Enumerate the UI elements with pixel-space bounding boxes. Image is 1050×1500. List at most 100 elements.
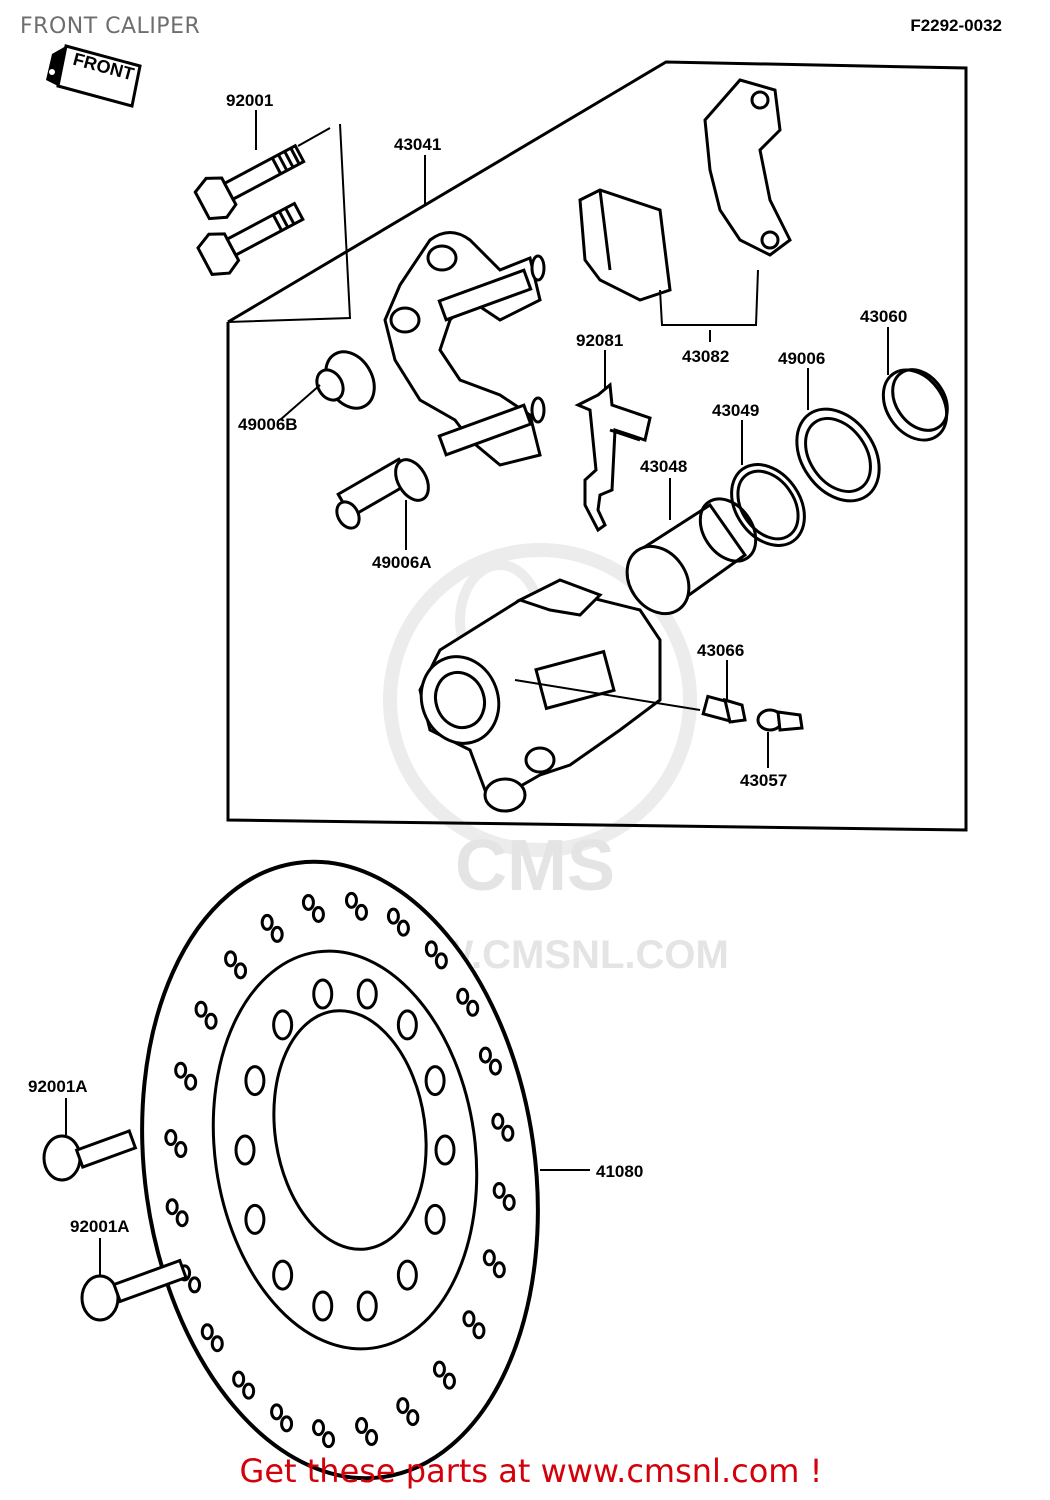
disc-holes bbox=[164, 891, 516, 1449]
leader-lines bbox=[65, 110, 889, 1276]
disc-hole bbox=[462, 1310, 476, 1328]
disc-hole bbox=[396, 1397, 410, 1415]
disc-hole bbox=[311, 905, 325, 923]
label-43082: 43082 bbox=[682, 347, 729, 366]
label-49006: 49006 bbox=[778, 349, 825, 368]
disc-hole bbox=[396, 1009, 418, 1041]
pad-spring-92081 bbox=[574, 382, 652, 533]
bleeder-cap-43057 bbox=[756, 708, 804, 732]
dust-seal-49006 bbox=[795, 407, 881, 503]
disc-hole bbox=[478, 1046, 492, 1064]
page-title: FRONT CALIPER bbox=[20, 14, 201, 39]
disc-bolt-92001A-upper bbox=[42, 1129, 138, 1182]
disc-hole bbox=[194, 1000, 208, 1018]
disc-hole bbox=[492, 1181, 506, 1199]
brake-pad-set-43082 bbox=[578, 78, 792, 326]
disc-hole bbox=[424, 940, 438, 958]
disc-hole bbox=[301, 893, 315, 911]
disc-hole bbox=[434, 1134, 456, 1166]
label-43057: 43057 bbox=[740, 771, 787, 790]
caliper-body bbox=[418, 578, 662, 813]
disc-hole bbox=[492, 1261, 506, 1279]
disc-hole bbox=[210, 1335, 224, 1353]
disc-hole bbox=[244, 1203, 266, 1235]
disc-hole bbox=[234, 1134, 256, 1166]
disc-hole bbox=[432, 1360, 446, 1378]
cap-43060 bbox=[881, 368, 949, 442]
disc-hole bbox=[442, 1372, 456, 1390]
disc-hole bbox=[184, 1073, 198, 1091]
disc-hole bbox=[232, 1370, 246, 1388]
piston-seal-43049 bbox=[730, 463, 806, 547]
boot-49006B bbox=[315, 350, 376, 410]
disc-hole bbox=[244, 1065, 266, 1097]
watermark-brand: CMS bbox=[455, 826, 615, 906]
disc-hole bbox=[424, 1203, 446, 1235]
label-92001A-upper: 92001A bbox=[28, 1077, 88, 1096]
disc-hole bbox=[355, 1417, 369, 1435]
caliper-bracket-43041 bbox=[383, 231, 546, 467]
label-43066: 43066 bbox=[697, 641, 744, 660]
label-43041: 43041 bbox=[394, 135, 441, 154]
disc-hole bbox=[356, 1290, 378, 1322]
disc-hole bbox=[386, 907, 400, 925]
disc-hole bbox=[312, 1419, 326, 1437]
diagram-ref-code: F2292-0032 bbox=[910, 16, 1002, 35]
bolt-92001 bbox=[193, 143, 306, 276]
disc-hole bbox=[188, 1276, 202, 1294]
caliper-assembly-frame bbox=[226, 60, 968, 832]
disc-hole bbox=[344, 891, 358, 909]
disc-hole bbox=[270, 925, 284, 943]
disc-hole bbox=[312, 1290, 334, 1322]
pin-boot-49006A bbox=[335, 457, 430, 530]
label-49006A: 49006A bbox=[372, 553, 432, 572]
disc-hole bbox=[434, 952, 448, 970]
disc-hole bbox=[272, 1259, 294, 1291]
label-92001A-lower: 92001A bbox=[70, 1217, 130, 1236]
footer-link-text[interactable]: Get these parts at www.cmsnl.com ! bbox=[239, 1452, 823, 1490]
disc-hole bbox=[424, 1065, 446, 1097]
disc-hole bbox=[242, 1382, 256, 1400]
disc-hole bbox=[354, 903, 368, 921]
label-43049: 43049 bbox=[712, 401, 759, 420]
disc-hole bbox=[406, 1409, 420, 1427]
label-41080: 41080 bbox=[596, 1162, 643, 1181]
front-direction-tag: FRONT bbox=[46, 44, 142, 108]
disc-hole bbox=[501, 1124, 515, 1142]
bleeder-43066 bbox=[514, 679, 747, 724]
disc-hole bbox=[200, 1323, 214, 1341]
disc-hole bbox=[272, 1009, 294, 1041]
disc-hole bbox=[224, 950, 238, 968]
disc-hole bbox=[174, 1061, 188, 1079]
brake-disc-41080 bbox=[140, 859, 540, 1481]
label-49006B: 49006B bbox=[238, 415, 298, 434]
disc-bolt-92001A-lower bbox=[80, 1258, 188, 1322]
disc-hole bbox=[260, 913, 274, 931]
disc-hole bbox=[322, 1431, 336, 1449]
disc-hole bbox=[280, 1415, 294, 1433]
disc-hole bbox=[270, 1403, 284, 1421]
label-43048: 43048 bbox=[640, 457, 687, 476]
disc-hole bbox=[472, 1322, 486, 1340]
label-92001: 92001 bbox=[226, 91, 273, 110]
disc-hole bbox=[234, 962, 248, 980]
disc-hole bbox=[356, 978, 378, 1010]
disc-hole bbox=[365, 1429, 379, 1447]
disc-hole bbox=[164, 1129, 178, 1147]
disc-hole bbox=[175, 1210, 189, 1228]
disc-hole bbox=[204, 1012, 218, 1030]
label-92081: 92081 bbox=[576, 331, 623, 350]
disc-hole bbox=[491, 1112, 505, 1130]
disc-hole bbox=[456, 987, 470, 1005]
piston-43048 bbox=[625, 497, 758, 616]
disc-hole bbox=[396, 1259, 418, 1291]
disc-hole bbox=[482, 1249, 496, 1267]
disc-hole bbox=[174, 1141, 188, 1159]
disc-hole bbox=[312, 978, 334, 1010]
disc-hole bbox=[165, 1198, 179, 1216]
disc-hole bbox=[488, 1058, 502, 1076]
label-43060: 43060 bbox=[860, 307, 907, 326]
disc-hole bbox=[466, 999, 480, 1017]
disc-hole bbox=[396, 919, 410, 937]
